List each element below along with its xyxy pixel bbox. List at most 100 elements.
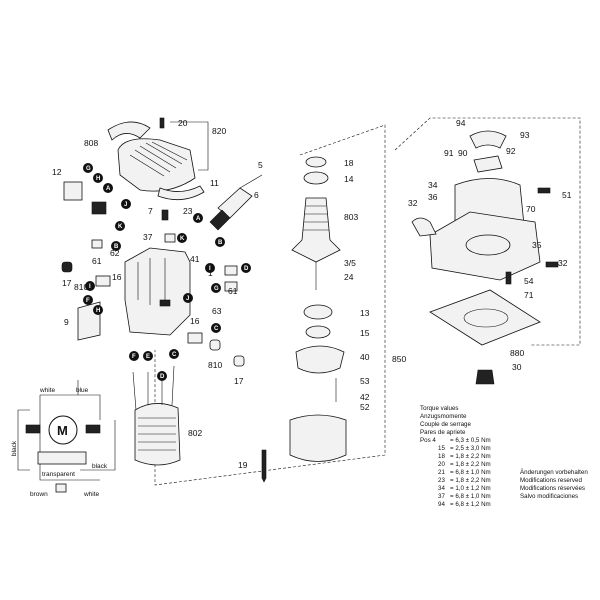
marker-i-b: I [89,284,91,290]
notice-line: Modifications réservées [520,485,585,492]
part-810b: 810 [208,360,222,370]
marker-a-a: A [106,186,111,192]
terminal-7 [161,209,169,221]
part-7: 7 [148,206,153,216]
part-18: 18 [344,158,354,168]
part-52: 52 [360,402,370,412]
part-94: 94 [456,118,466,128]
marker-h-b: H [96,308,100,314]
marker-a-b: A [196,216,201,222]
torque-pos: 15 [438,445,445,452]
torque-pos: 21 [438,469,445,476]
part-51: 51 [562,190,572,200]
marker-j-b: J [186,296,189,302]
brush-holder-61b [224,281,238,292]
marker-f-b: F [132,354,136,360]
lever-90 [473,155,503,173]
cover-shield-11 [157,185,205,201]
part-20: 20 [178,118,188,128]
part-70: 70 [526,204,536,214]
torque-value: = 6,8 ± 1,2 Nm [450,501,491,508]
part-71: 71 [524,290,534,300]
torque-pos: Pos 4 [420,437,436,444]
marker-k-b: K [180,236,185,242]
part-14: 14 [344,174,354,184]
part-810a: 810 [74,282,88,292]
switch-block [91,201,107,215]
torque-value: = 1,8 ± 2,2 Nm [450,477,491,484]
torque-pos: 18 [438,453,445,460]
part-61a: 61 [92,256,102,266]
torque-heading-3: Couple de serrage [420,421,471,428]
marker-b-b: B [114,244,119,250]
modification-notice: Änderungen vorbehalten Modifications res… [520,469,588,500]
marker-d-b: D [160,374,165,380]
collet-assembly [209,174,263,231]
marker-g-a: G [86,166,91,172]
torque-heading-2: Anzugsmomente [420,413,467,420]
brush-holder-61 [224,265,238,276]
bearing-13 [303,304,333,320]
screw-20 [159,117,165,129]
torque-value: = 1,0 ± 1,2 Nm [450,485,491,492]
clamp-93 [469,130,507,149]
motor-symbol [48,415,78,445]
brush-16 [187,332,203,344]
ring-15 [305,325,331,339]
part-6: 6 [254,190,259,200]
part-820: 820 [212,126,226,136]
torque-value: = 1,8 ± 2,2 Nm [450,453,491,460]
torque-pos: 20 [438,461,445,468]
part-30: 30 [512,362,522,372]
motor-cover [117,138,196,192]
torque-value: = 2,5 ± 3,0 Nm [450,445,491,452]
torque-pos: 94 [438,501,445,508]
nut-30 [475,369,495,385]
part-15: 15 [360,328,370,338]
part-61b: 61 [228,286,238,296]
part-number-labels: 808 20 820 5 11 6 12 7 23 37 1 61 62 61 … [52,118,572,470]
part-1: 1 [208,268,213,278]
marker-c-a: C [214,326,219,332]
wiring-diagram [17,380,116,493]
torque-value: = 6,8 ± 1,0 Nm [450,469,491,476]
torque-pos: 37 [438,493,445,500]
part-13: 13 [360,308,370,318]
torque-heading-4: Pares de apriete [420,429,466,436]
group-frame-base [394,117,581,346]
ring-18 [305,156,327,168]
wiring-labels: white blue black black transparent brown… [11,387,108,498]
part-9: 9 [64,317,69,327]
cap-810 [61,261,73,273]
part-53: 53 [360,376,370,386]
part-802: 802 [188,428,202,438]
part-34: 34 [428,180,438,190]
motor-housing-41 [124,247,191,336]
part-40: 40 [360,352,370,362]
part-92: 92 [506,146,516,156]
bearing-14 [303,171,329,185]
wire-brown: brown [30,491,48,498]
torque-heading-1: Torque values [420,405,459,412]
marker-c-b: C [172,352,177,358]
armature-column [261,156,347,483]
terminal-62 [91,239,103,249]
part-880: 880 [510,348,524,358]
part-91: 91 [444,148,454,158]
marker-k-a: K [118,224,123,230]
screw-19 [261,449,267,483]
marker-h-a: H [96,176,100,182]
screw-32b [545,261,559,268]
torque-pos: 34 [438,485,445,492]
notice-line: Salvo modificaciones [520,493,578,500]
notice-line: Modifications reserved [520,477,582,484]
part-3-5: 3/5 [344,258,356,268]
terminal-37 [164,233,176,243]
part-803: 803 [344,212,358,222]
spring-54 [505,271,512,285]
part-23: 23 [183,206,193,216]
part-24: 24 [344,272,354,282]
housing-base [289,414,347,462]
connection-markers: G H A J A K K B B I D I F H J C G F E C … [83,163,251,381]
